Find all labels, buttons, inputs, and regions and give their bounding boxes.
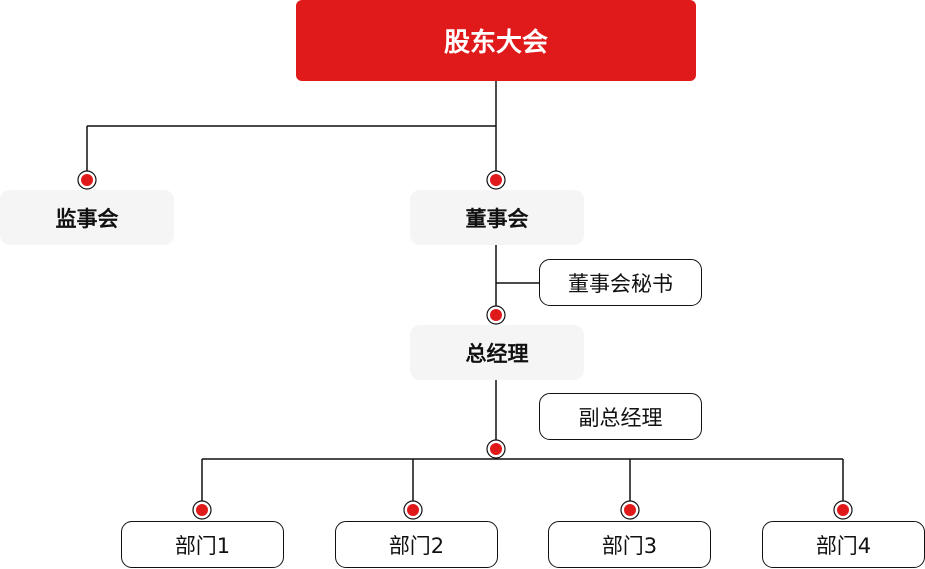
node-deputy-general-manager: 副总经理 [539,393,702,440]
node-dot [192,500,212,520]
node-department-1: 部门1 [121,521,284,568]
node-general-manager: 总经理 [410,325,584,380]
node-dot [833,500,853,520]
node-shareholders-meeting: 股东大会 [296,0,696,81]
node-dot [620,500,640,520]
node-dot [486,439,506,459]
node-dot [403,500,423,520]
node-board-of-directors: 董事会 [410,190,584,245]
node-department-3: 部门3 [548,521,711,568]
node-dot [486,305,506,325]
node-supervisory-board: 监事会 [0,190,174,245]
node-dot [486,170,506,190]
node-department-2: 部门2 [335,521,498,568]
node-dot [77,170,97,190]
node-department-4: 部门4 [762,521,925,568]
node-board-secretary: 董事会秘书 [539,259,702,306]
connector-dots [77,170,853,520]
